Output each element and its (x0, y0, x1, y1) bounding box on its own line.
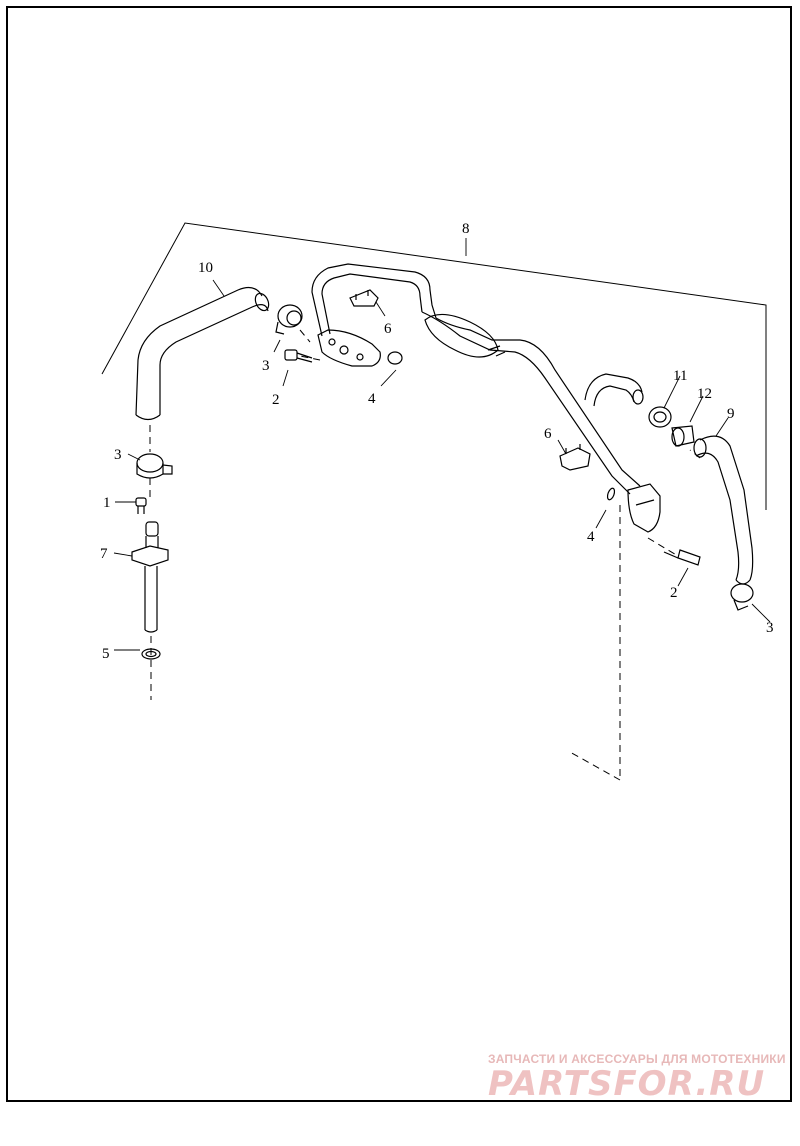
oring-4-upper (387, 351, 403, 365)
screw-1 (135, 497, 147, 514)
callout-12: 12 (697, 386, 712, 402)
clamp-3-lower-right (730, 583, 754, 611)
hose-10 (135, 286, 270, 421)
screw-2-upper (284, 349, 313, 363)
callout-4-upper: 4 (368, 391, 376, 407)
alignment-lines (149, 329, 701, 781)
flange-plate-left (317, 329, 381, 367)
screw-2-lower (663, 549, 701, 566)
callout-9: 9 (727, 406, 735, 422)
callout-3-upper: 3 (262, 358, 270, 374)
callout-2-upper: 2 (272, 392, 280, 408)
clip-6-upper (349, 289, 379, 307)
fitting-7 (131, 521, 169, 633)
watermark-tagline: ЗАПЧАСТИ И АКСЕССУАРЫ ДЛЯ МОТОТЕХНИКИ (488, 1052, 786, 1066)
watermark-logo: PARTSFOR.RU (488, 1064, 766, 1104)
clip-6-lower (559, 444, 591, 471)
callout-6-lower: 6 (544, 426, 552, 442)
callout-4-lower: 4 (587, 529, 595, 545)
hose-9 (693, 435, 754, 585)
clamp-3-upper (275, 304, 303, 335)
callout-10: 10 (198, 260, 213, 276)
sleeve-12 (671, 425, 695, 447)
leader-lines (113, 238, 771, 651)
callout-11: 11 (673, 368, 687, 384)
page-border (6, 6, 792, 1102)
oring-4-lower (606, 487, 616, 501)
callout-numbers: 10 8 3 2 6 4 3 1 7 5 6 4 11 12 9 2 3 (100, 221, 774, 662)
sleeve-11 (648, 406, 672, 428)
assembly-bracket (101, 222, 767, 510)
callout-3-left: 3 (114, 447, 122, 463)
tube-assembly-8 (311, 263, 661, 533)
callout-1: 1 (103, 495, 111, 511)
callout-3-lower-right: 3 (766, 620, 774, 636)
clamp-3-left (136, 453, 173, 479)
callout-6-upper: 6 (384, 321, 392, 337)
callout-8: 8 (462, 221, 470, 237)
callout-2-lower: 2 (670, 585, 678, 601)
callout-7: 7 (100, 546, 108, 562)
callout-5: 5 (102, 646, 110, 662)
